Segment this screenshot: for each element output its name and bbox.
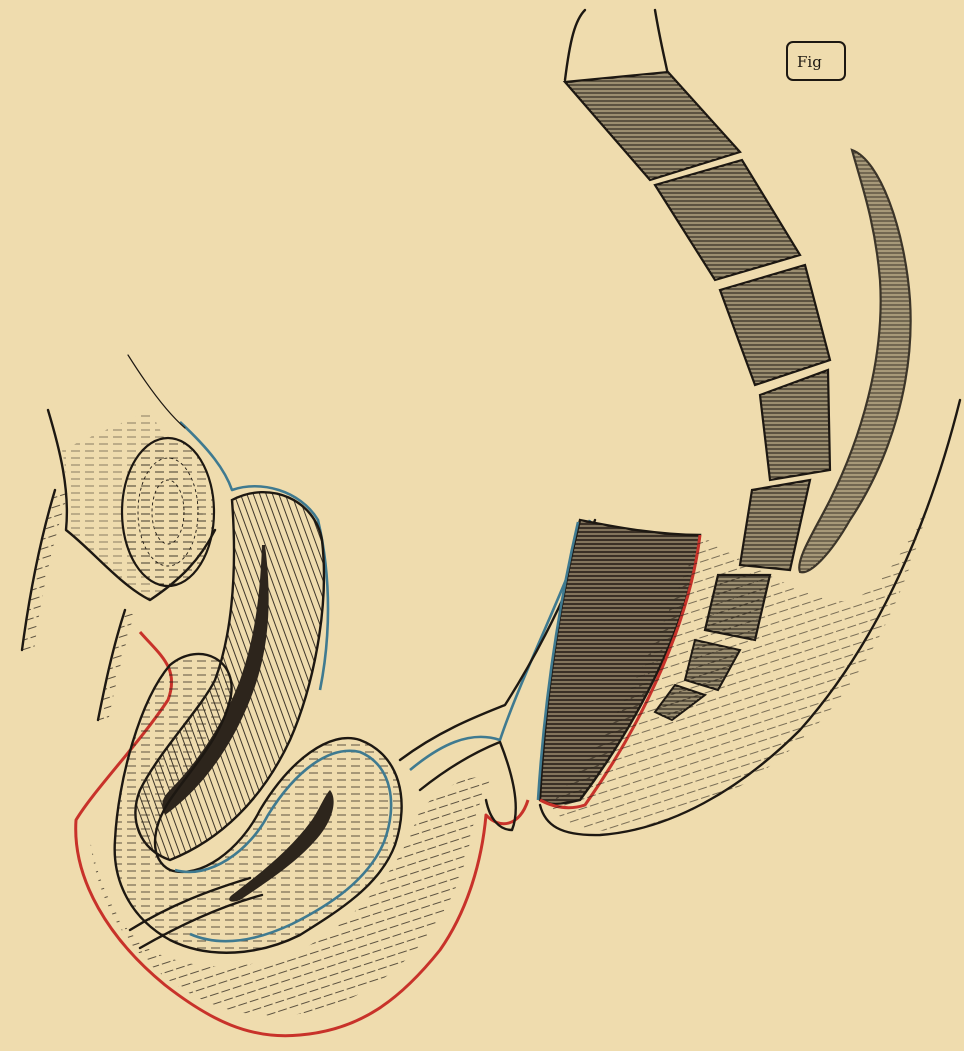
figure-number-label: Fig [797,53,822,71]
symphysis-pubis [48,410,215,600]
vertebra [720,265,830,385]
vertebra [760,370,830,480]
figure-number: Fig [787,42,845,80]
vertebra [740,480,810,570]
vertebra [565,72,740,180]
vertebra [655,160,800,280]
